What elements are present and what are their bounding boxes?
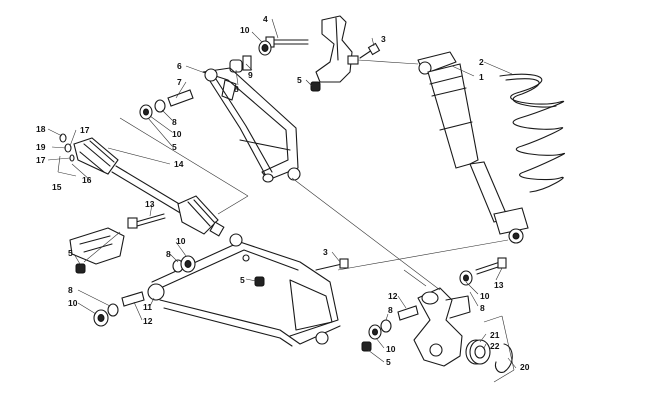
callout-3: 3	[323, 247, 328, 257]
washer-10-top	[258, 40, 272, 56]
callout-9: 9	[248, 70, 253, 80]
snap-ring-20	[494, 343, 513, 373]
callout-12: 12	[143, 316, 153, 326]
nut-10-knuckle	[368, 324, 382, 340]
callout-8: 8	[388, 305, 393, 315]
callout-10: 10	[68, 298, 78, 308]
callout-10: 10	[176, 236, 186, 246]
coil-spring	[499, 73, 565, 193]
bolt-13-right	[475, 257, 507, 275]
callout-10: 10	[480, 291, 490, 301]
callout-5: 5	[297, 75, 302, 85]
nut-5-top	[310, 81, 321, 92]
callout-17: 17	[80, 125, 90, 135]
washer-8-upper-left	[154, 99, 166, 113]
bolt-3-lower	[315, 258, 349, 271]
callout-6: 6	[177, 61, 182, 71]
cv-drive-shaft	[73, 137, 225, 237]
upper-a-arm	[202, 67, 301, 183]
callout-10: 10	[240, 25, 250, 35]
callout-8: 8	[234, 84, 239, 94]
callout-12: 12	[388, 291, 398, 301]
callout-7: 7	[177, 77, 182, 87]
nut-10-right	[459, 270, 473, 286]
callout-8: 8	[480, 303, 485, 313]
callout-18: 18	[36, 124, 46, 134]
callout-5: 5	[386, 357, 391, 367]
callout-8: 8	[166, 249, 171, 259]
washer-8-lower-left	[107, 303, 119, 317]
callout-8: 8	[172, 117, 177, 127]
bolt-3-top	[359, 42, 381, 59]
callout-13: 13	[494, 280, 504, 290]
wheel-bearing	[465, 339, 491, 365]
callout-22: 22	[490, 341, 500, 351]
washer-8-knuckle	[380, 319, 392, 333]
callout-15: 15	[52, 182, 62, 192]
callout-14: 14	[174, 159, 184, 169]
callout-1: 1	[479, 72, 484, 82]
steering-knuckle	[413, 287, 471, 367]
callout-3: 3	[381, 34, 386, 44]
bushing-12-knuckle	[397, 305, 419, 321]
nut-10-upper-left	[139, 104, 153, 120]
callout-19: 19	[36, 142, 46, 152]
callout-11: 11	[143, 302, 152, 312]
callout-16: 16	[82, 175, 92, 185]
callout-numbers: 4 10 9 8 6 7 8 10 5 3 5 2 1 18 17 19 17 …	[36, 14, 530, 372]
reference-lines	[57, 59, 515, 383]
callout-10: 10	[172, 129, 182, 139]
nut-10-lower-center	[180, 255, 196, 273]
lower-a-arm	[147, 233, 341, 347]
nut-10-lower-left	[93, 309, 109, 327]
callout-20: 20	[520, 362, 530, 372]
callout-5: 5	[172, 142, 177, 152]
callout-17: 17	[36, 155, 46, 165]
nut-5-lower-center	[254, 276, 265, 287]
callout-13: 13	[145, 199, 155, 209]
callout-21: 21	[490, 330, 500, 340]
bushing-12-lower-left	[121, 291, 145, 307]
bushing-7	[167, 89, 194, 107]
callout-4: 4	[263, 14, 268, 24]
shock-mount-bracket	[315, 15, 359, 83]
callout-5: 5	[240, 275, 245, 285]
nut-5-knuckle	[361, 341, 372, 352]
lower-frame-bracket	[69, 227, 125, 265]
bolt-4	[265, 36, 309, 48]
shock-absorber	[417, 51, 529, 244]
nut-5-left	[75, 263, 86, 274]
callout-leaders	[47, 18, 517, 369]
callout-10: 10	[386, 344, 396, 354]
callout-8: 8	[68, 285, 73, 295]
spacer-8-top	[229, 55, 252, 73]
bolt-13-left	[127, 213, 166, 229]
callout-2: 2	[479, 57, 484, 67]
callout-5: 5	[68, 248, 73, 258]
